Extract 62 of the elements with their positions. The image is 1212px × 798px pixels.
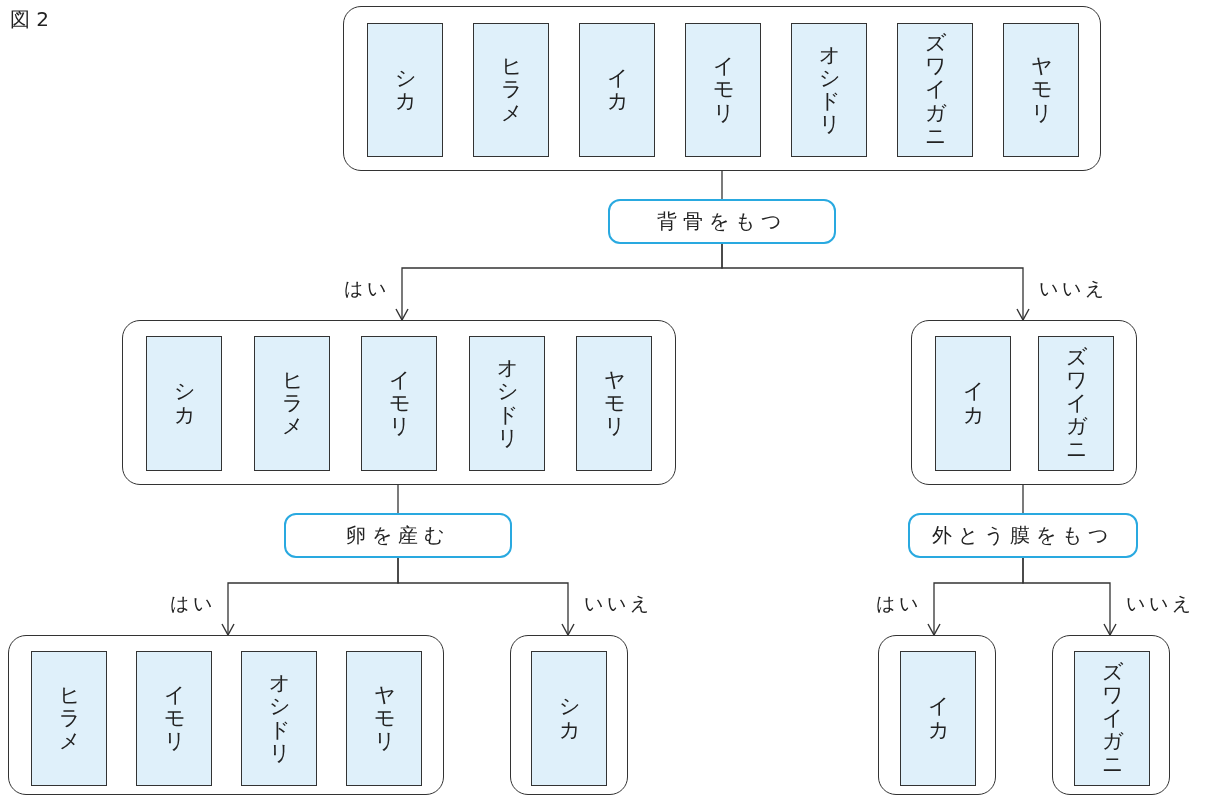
- animal-card: [685, 23, 761, 157]
- animal-name: オシドリ: [496, 357, 518, 450]
- animal-name: イカ: [962, 380, 984, 427]
- question-text: 外とう膜をもつ: [932, 522, 1114, 549]
- animal-card: [900, 651, 976, 786]
- animal-name: オシドリ: [268, 672, 290, 765]
- animal-name: シカ: [558, 695, 580, 742]
- group-frame: [911, 320, 1137, 485]
- animal-name: ヒラメ: [500, 55, 522, 125]
- animal-name: ヒラメ: [58, 683, 80, 754]
- animal-name: ズワイガニ: [924, 32, 946, 148]
- animal-name: ヤモリ: [1030, 55, 1052, 125]
- animal-card: [241, 651, 317, 786]
- animal-name: イモリ: [388, 368, 410, 439]
- group-frame: [122, 320, 676, 485]
- animal-card: [31, 651, 107, 786]
- animal-card: [254, 336, 330, 471]
- question-box: [608, 199, 836, 244]
- arrow: [1022, 557, 1117, 636]
- animal-name: イモリ: [163, 683, 185, 754]
- animal-card: [346, 651, 422, 786]
- animal-card: [367, 23, 443, 157]
- animal-card: [579, 23, 655, 157]
- animal-card: [146, 336, 222, 471]
- question-box: [284, 513, 512, 558]
- group-frame: [510, 635, 628, 795]
- animal-card: [897, 23, 973, 157]
- question-text: 背骨をもつ: [657, 208, 787, 235]
- animal-card: [361, 336, 437, 471]
- animal-name: シカ: [394, 66, 416, 114]
- group-frame: [1052, 635, 1170, 795]
- animal-name: ヒラメ: [281, 368, 303, 439]
- animal-name: ズワイガニ: [1101, 660, 1123, 777]
- connector-line: [721, 170, 723, 200]
- connector-line: [397, 484, 399, 514]
- question-text: 卵を産む: [346, 522, 450, 549]
- animal-card: [791, 23, 867, 157]
- animal-name: ヤモリ: [603, 368, 625, 439]
- animal-name: ズワイガニ: [1065, 345, 1087, 462]
- group-frame: [343, 6, 1101, 171]
- animal-card: [469, 336, 545, 471]
- animal-card: [1038, 336, 1114, 471]
- group-frame: [878, 635, 996, 795]
- animal-name: イカ: [927, 695, 949, 742]
- animal-card: [1074, 651, 1150, 786]
- animal-card: [473, 23, 549, 157]
- animal-name: ヤモリ: [373, 683, 395, 754]
- animal-card: [935, 336, 1011, 471]
- animal-name: オシドリ: [818, 43, 840, 137]
- group-frame: [8, 635, 444, 795]
- arrow: [397, 557, 575, 636]
- animal-card: [531, 651, 607, 786]
- figure-title: 図 2: [10, 6, 50, 33]
- animal-card: [576, 336, 652, 471]
- animal-card: [1003, 23, 1079, 157]
- animal-name: イカ: [606, 66, 628, 114]
- animal-name: イモリ: [712, 55, 734, 125]
- question-box: [908, 513, 1138, 558]
- animal-card: [136, 651, 212, 786]
- animal-name: シカ: [173, 380, 195, 427]
- connector-line: [1022, 484, 1024, 514]
- arrow: [721, 243, 1030, 321]
